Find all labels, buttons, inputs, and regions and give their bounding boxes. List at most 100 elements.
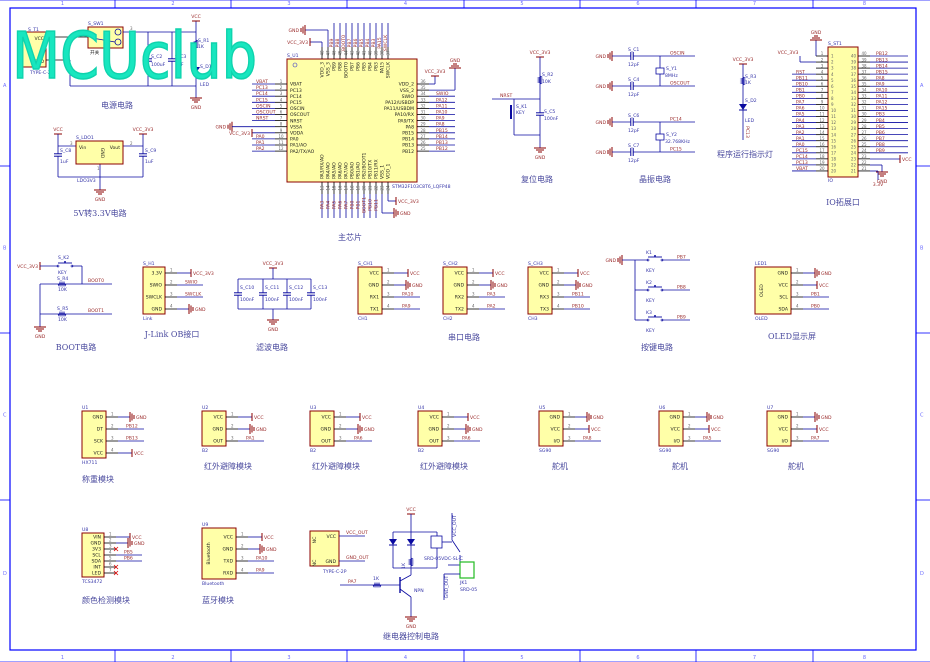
pin-number: 1 — [111, 412, 114, 417]
power-port: VCC_3V3 — [395, 197, 419, 205]
net-label: PA1 — [246, 436, 255, 442]
pin-name: PB5 — [362, 62, 368, 71]
net-label: PA2 — [796, 130, 805, 136]
capacitor — [283, 292, 291, 296]
power-circuit: S_T1VCCGNDTYPE-C-2PS_SW1开关31S_C2100uFS_C… — [21, 14, 212, 111]
ground-label: GND — [35, 334, 46, 340]
pin-number: 2 — [796, 424, 799, 429]
net-label: PB7 — [876, 136, 885, 142]
designator: LED1 — [755, 261, 767, 267]
capacitor-gap — [283, 292, 291, 296]
resistor — [407, 557, 415, 567]
pin-number-inner: 21 — [851, 169, 857, 174]
pin-name: GND — [325, 559, 336, 565]
net-label: PA10 — [876, 88, 888, 94]
part-name: OLED — [755, 316, 768, 322]
net-label: PA6 — [462, 436, 471, 442]
ground-symbol: GND — [405, 280, 423, 290]
pin-number: 2 — [447, 424, 450, 429]
power-port: VCC_3V3 — [425, 69, 445, 77]
value: 12pF — [628, 62, 640, 68]
ground-symbol: GND — [586, 412, 604, 422]
power-port: VCC_3V3 — [287, 38, 311, 46]
value: 12pF — [628, 92, 640, 98]
pin-number: 1 — [796, 268, 799, 273]
pin-name: GND — [549, 415, 560, 421]
pin-name: BOOT0 — [344, 62, 350, 78]
designator: S_H1 — [143, 261, 155, 267]
section-title-uart: 串口电路 — [448, 332, 480, 342]
net-label: NRST — [256, 116, 269, 122]
net-label: PA7 — [796, 100, 805, 106]
ground-symbol: GND — [94, 189, 106, 203]
pin-number: 33 — [861, 94, 867, 99]
relay-circuit: VCC1K1KPA7NPNGNDVCC_OUTSRD-05VDC-SL-CGND… — [340, 507, 477, 641]
pin-number: 38 — [380, 50, 385, 56]
pin-name: PA10/RX — [395, 112, 414, 118]
pin-number: 27 — [420, 134, 426, 139]
pin-number-inner: 22 — [851, 163, 857, 168]
pin-number: 13 — [320, 185, 325, 191]
pin-number-inner: 12 — [831, 120, 837, 125]
no-connect-mark — [113, 570, 119, 576]
power-port: VCC — [191, 14, 201, 22]
pin-number: 2 — [170, 280, 173, 285]
pin-name: PB7 — [350, 62, 356, 71]
designator: S_K2 — [58, 255, 69, 261]
power-label: VCC — [819, 283, 829, 289]
pin-number: 18 — [350, 185, 355, 191]
value: 100nF — [240, 297, 255, 303]
section-title-ir: 红外避障模块 — [420, 461, 468, 471]
power-port: VCC — [359, 413, 372, 421]
pin-number-inner: 5 — [831, 78, 834, 83]
net-label: SWCLK — [185, 292, 202, 298]
net-label: PA0 — [796, 142, 805, 148]
ground-label: GND — [400, 211, 411, 217]
pin-name: VSS_1 — [380, 165, 386, 179]
designator: U9 — [202, 522, 208, 528]
connector-s-t1 — [21, 31, 47, 68]
pin-number-inner: 9 — [831, 102, 834, 107]
pin-number-inner: 17 — [831, 150, 837, 155]
pin-name: SCL — [779, 295, 788, 301]
resistor-body — [192, 39, 200, 49]
pin-number: 26 — [861, 136, 867, 141]
pin-number: 1 — [109, 532, 112, 537]
ground-label: GND — [95, 197, 106, 203]
pin-name: VDD_1 — [386, 163, 392, 179]
capacitor-gap — [139, 153, 147, 157]
net-label: PC13 — [256, 85, 268, 91]
pin-number-inner: 27 — [851, 132, 857, 137]
pin-name: SDA — [778, 307, 788, 313]
net-label: BOOT0 — [341, 35, 347, 51]
value: LED — [200, 82, 209, 88]
net-label: PB12 — [876, 51, 888, 57]
typec-body — [309, 530, 340, 567]
pin-name: PA8 — [405, 124, 414, 130]
net-label: PB0 — [811, 304, 820, 310]
pin-number: 4 — [111, 448, 114, 453]
value: 100nF — [265, 297, 280, 303]
pin-number: 6 — [821, 81, 824, 86]
pin-number: 40 — [368, 50, 373, 56]
pin-name: RX2 — [455, 295, 464, 301]
power-label: VCC — [711, 427, 721, 433]
pin-name: Vout — [110, 145, 121, 151]
ground-symbol: GND — [127, 538, 145, 548]
pin-name: PB10/TX — [368, 160, 374, 179]
pin-name: GND — [151, 307, 162, 313]
